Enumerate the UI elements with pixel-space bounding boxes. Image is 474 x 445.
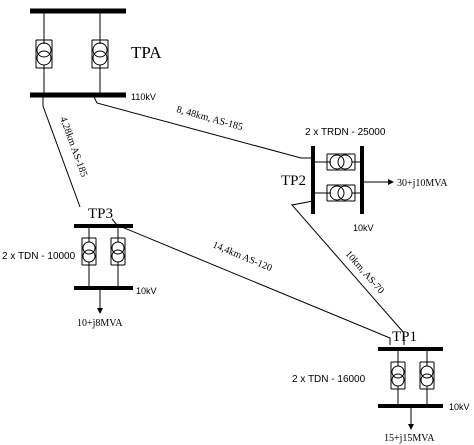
transformer-icon: [390, 349, 406, 406]
tp3-voltage: 10kV: [136, 286, 157, 296]
tp2-transformer-label: 2 x TRDN - 25000: [305, 127, 386, 138]
tp3-name: TP3: [88, 206, 113, 222]
substation-tpa: TPA 110kV: [30, 8, 162, 102]
transformer-icon: [110, 226, 126, 288]
line-tp3-tp1: [111, 218, 391, 345]
arrow-icon: [408, 424, 414, 430]
tp1-load-label: 15+j15MVA: [384, 433, 435, 444]
line-label-tpa-tp2: 8, 48km, AS-185: [175, 104, 244, 133]
line-label-tp3-tp1: 14,4km AS-120: [211, 240, 274, 274]
transformer-icon: [419, 349, 435, 406]
transformer-icon: [91, 11, 109, 95]
transformer-icon: [313, 153, 362, 171]
arrow-icon: [97, 308, 103, 314]
line-label-tpa-tp3: 4,28km AS-185: [57, 115, 89, 178]
transformer-icon: [81, 226, 97, 288]
substation-tp1: TP1 2 x TDN - 16000 10kV 15+j15MVA: [292, 329, 470, 444]
line-tpa-tp2: [92, 94, 313, 159]
tp2-voltage: 10kV: [353, 223, 374, 233]
line-tpa-tp3: [42, 95, 81, 208]
tp1-transformer-label: 2 x TDN - 16000: [292, 374, 366, 385]
tp2-name: TP2: [281, 173, 306, 189]
transformer-icon: [313, 184, 362, 202]
substation-tp2: 2 x TRDN - 25000 TP2 30+j10MVA 10kV: [281, 127, 448, 233]
tp1-voltage: 10kV: [449, 402, 470, 412]
transformer-icon: [35, 11, 53, 95]
line-tp2-tp1: [291, 200, 405, 345]
tpa-voltage: 110kV: [131, 92, 156, 102]
arrow-icon: [388, 179, 394, 185]
tp2-load-label: 30+j10MVA: [397, 178, 448, 189]
tp1-name: TP1: [392, 329, 417, 345]
tp3-load-label: 10+j8MVA: [77, 318, 123, 329]
line-label-tp2-tp1: 10km, AS-70: [343, 249, 386, 296]
tp3-transformer-label: 2 x TDN - 10000: [2, 251, 76, 262]
substation-tp3: TP3 2 x TDN - 10000 10kV 10+j8MVA: [2, 206, 157, 329]
transmission-lines: [42, 94, 405, 345]
tpa-name: TPA: [131, 43, 162, 62]
